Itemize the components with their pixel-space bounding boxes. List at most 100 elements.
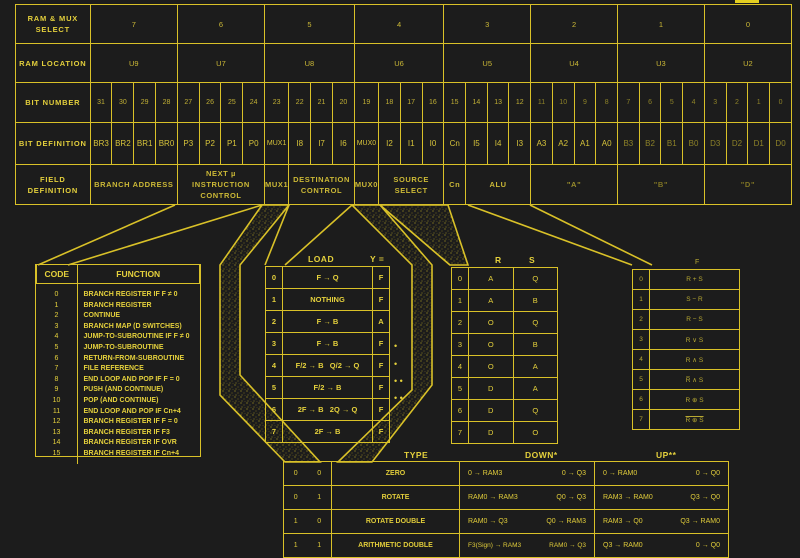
bit-cell: 1: [747, 82, 771, 123]
f-cell: R ∧ S: [649, 349, 740, 370]
bit-def-cell: D3: [703, 122, 727, 165]
code-cell: 7: [632, 409, 650, 430]
code-cell: 1: [36, 300, 78, 312]
load-cell: 2F → B: [282, 420, 373, 443]
code-cell: 0: [265, 266, 283, 289]
field-destination-control: DESTINATION CONTROL: [288, 164, 355, 205]
load-cell: NOTHING: [282, 288, 373, 311]
down-q-cell: Q0 → Q3: [556, 494, 586, 501]
bit-def-cell: P2: [198, 122, 222, 165]
code-cell: 4: [632, 349, 650, 370]
bit-cell: 20: [331, 82, 355, 123]
y-cell: F: [372, 332, 390, 355]
row-label: BIT NUMBER: [15, 82, 91, 123]
s-cell: O: [512, 421, 558, 444]
code-cell: 6: [632, 389, 650, 410]
cell: 1: [617, 4, 705, 44]
row-label: BIT DEFINITION: [15, 122, 91, 165]
bit-cell: 2: [725, 82, 749, 123]
y-cell: F: [372, 398, 390, 421]
code-cell: 7: [265, 420, 283, 443]
field-b: "B": [617, 164, 705, 205]
code-cell: 8: [36, 374, 78, 386]
load-cell: F → B: [282, 310, 373, 333]
field-branch-address: BRANCH ADDRESS: [89, 164, 178, 205]
cell: 7: [89, 4, 178, 44]
code-cell: 4: [451, 355, 469, 378]
s-cell: Q: [512, 399, 558, 422]
s-cell: Q: [512, 267, 558, 290]
s-cell: A: [512, 377, 558, 400]
r-cell: O: [468, 311, 514, 334]
bit-cell: 0: [769, 82, 792, 123]
bit1-cell: 0: [283, 485, 308, 510]
load-cell: 2F → B 2Q → Q: [282, 398, 373, 421]
up-q-cell: Q3 → Q0: [690, 494, 720, 501]
bit-def-cell: P3: [176, 122, 200, 165]
bit-cell: 7: [617, 82, 640, 123]
code-cell: 5: [632, 369, 650, 390]
bit-cell: 17: [399, 82, 423, 123]
function-cell: BRANCH REGISTER IF F3: [83, 428, 170, 436]
code-cell: 0: [632, 269, 650, 290]
function-cell: BRANCH REGISTER IF F ≠ 0: [83, 291, 178, 298]
s-cell: A: [512, 355, 558, 378]
code-cell: 9: [36, 385, 78, 396]
bit-def-cell: BR0: [155, 122, 178, 165]
load-cell: F/2 → B Q/2 → Q: [282, 354, 373, 377]
bit-def-cell: A1: [573, 122, 597, 165]
bit-def-cell: P1: [220, 122, 244, 165]
down-ram-cell: F3(Sign) → RAM3: [468, 542, 522, 549]
load-cell: F/2 → B: [282, 376, 373, 399]
load-header: LOAD: [308, 254, 335, 264]
y-cell: A: [372, 310, 390, 333]
bit-cell: 30: [111, 82, 135, 123]
bit-def-cell: P0: [242, 122, 266, 165]
bit-def-cell: B1: [660, 122, 684, 165]
function-cell: JUMP-TO-SUBROUTINE: [83, 343, 164, 351]
function-cell: JUMP-TO-SUBROUTINE IF F ≠ 0: [83, 333, 190, 341]
bit-cell: 14: [465, 82, 488, 123]
code-cell: 13: [36, 427, 78, 439]
y-header: Y =: [370, 254, 385, 264]
bit-def-cell: I4: [486, 122, 510, 165]
bit-def-cell: I7: [310, 122, 333, 165]
down-q-cell: Q0 → RAM3: [546, 518, 586, 525]
bit-cell: 19: [353, 82, 380, 123]
bit-cell: 9: [573, 82, 597, 123]
cell: U2: [703, 43, 793, 83]
up-header: UP**: [656, 450, 677, 460]
bit-cell: 29: [133, 82, 157, 123]
cn-band: [377, 204, 470, 266]
down-q-cell: RAM0 → Q3: [549, 542, 586, 549]
field-source-select: SOURCE SELECT: [378, 164, 445, 205]
bit-def-cell: MUX1: [264, 122, 290, 165]
s-cell: Q: [512, 311, 558, 334]
function-cell: END LOOP AND POP IF Cn+4: [83, 407, 181, 415]
shift-up-marker: • •: [394, 393, 403, 403]
bit-cell: 26: [198, 82, 222, 123]
ram-mux-select-row: RAM & MUX SELECT 7 6 5 4 3 2 1 0: [15, 4, 793, 44]
type-cell: ZERO: [331, 461, 460, 486]
bit-cell: 18: [378, 82, 401, 123]
bit-def-cell: I3: [508, 122, 532, 165]
bit0-cell: 1: [307, 533, 332, 558]
cell: 4: [353, 4, 445, 44]
bit-def-cell: Cn: [443, 122, 467, 165]
row-label: FIELD DEFINITION: [15, 164, 91, 205]
function-cell: END LOOP AND POP IF F = 0: [83, 375, 180, 383]
bit-definition-row: BIT DEFINITION BR3 BR2 BR1 BR0 P3 P2 P1 …: [15, 122, 792, 165]
cell: 6: [176, 4, 266, 44]
bit-def-cell: MUX0: [353, 122, 380, 165]
function-cell: BRANCH REGISTER: [83, 301, 152, 309]
bit-def-cell: I1: [399, 122, 423, 165]
up-q-cell: 0 → Q0: [695, 542, 720, 549]
bit0-cell: 0: [307, 461, 332, 486]
bit-def-cell: I5: [465, 122, 488, 165]
r-cell: O: [468, 355, 514, 378]
f-cell: R ⊕ S: [649, 389, 740, 410]
function-cell: BRANCH REGISTER IF Cn+4: [83, 449, 179, 457]
bit1-cell: 0: [283, 461, 308, 486]
